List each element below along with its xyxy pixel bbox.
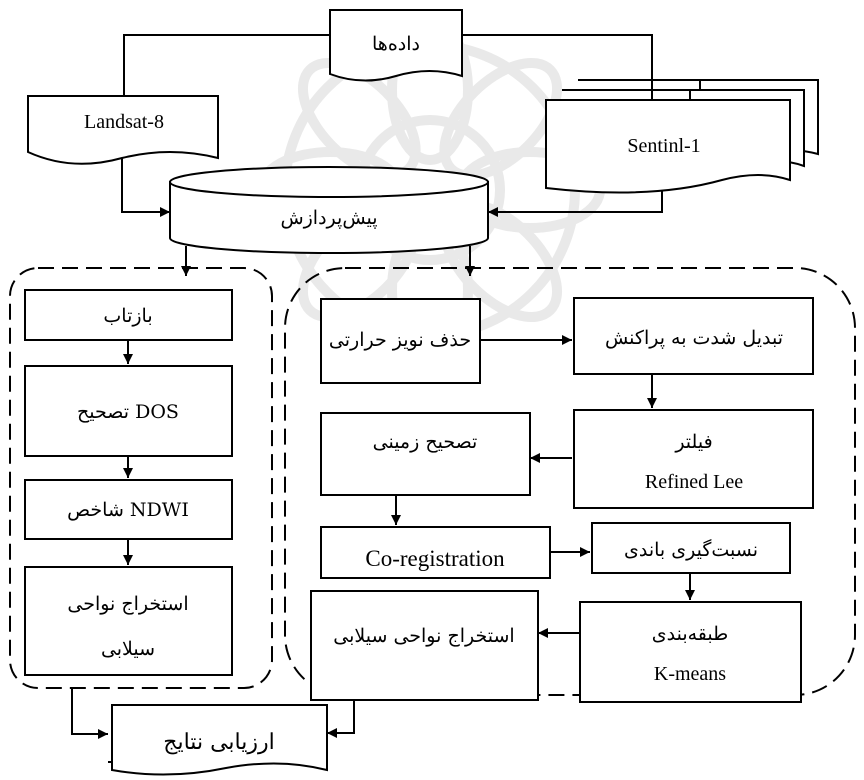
evaluation-label: ارزیابی نتایج (163, 730, 274, 755)
landsat-extract-line2: سیلابی (101, 638, 155, 660)
reflectance-label: بازتاب (103, 305, 152, 327)
classification-label-line1: طبقه‌بندی (652, 623, 729, 645)
evaluation-node: ارزیابی نتایج (111, 704, 328, 776)
thermal-noise-node: حذف نویز حرارتی (320, 298, 481, 384)
thermal-noise-label: حذف نویز حرارتی (329, 329, 471, 351)
sentinel-label: Sentinl-1 (627, 135, 700, 157)
dos-correction-label: تصحیح DOS (77, 401, 179, 423)
coregistration-node: Co-registration (320, 526, 551, 579)
intensity-to-backscatter-node: تبدیل شدت به پراکنش (573, 297, 814, 375)
band-ratio-node: نسبت‌گیری باندی (591, 522, 791, 574)
data-source-node: داده‌ها (329, 9, 463, 82)
ndwi-node: شاخص NDWI (24, 479, 233, 540)
ndwi-label: شاخص NDWI (67, 499, 189, 521)
terrain-correction-node: تصحیح زمینی (320, 412, 531, 496)
dos-correction-node: تصحیح DOS (24, 365, 233, 457)
preprocess-node: پیش‌پردازش (169, 166, 489, 254)
landsat-node: Landsat-8 (27, 95, 219, 165)
connectors (71, 34, 695, 763)
landsat-extract-node: استخراج نواحی سیلابی (24, 566, 233, 676)
sentinel-extract-label: استخراج نواحی سیلابی (333, 625, 514, 647)
sentinel-node: Sentinl-1 (545, 79, 819, 194)
landsat-extract-line1: استخراج نواحی (67, 593, 188, 615)
filter-label-line2: Refined Lee (645, 471, 743, 493)
sentinel-extract-node: استخراج نواحی سیلابی (310, 590, 539, 701)
landsat-label: Landsat-8 (84, 111, 164, 133)
classification-node: طبقه‌بندی K-means (579, 601, 802, 703)
classification-label-line2: K-means (654, 663, 726, 685)
coregistration-label: Co-registration (365, 546, 505, 571)
band-ratio-label: نسبت‌گیری باندی (624, 538, 758, 561)
landsat-group-container (9, 267, 273, 689)
terrain-correction-label: تصحیح زمینی (373, 431, 478, 453)
sentinel-group-container (284, 267, 856, 696)
intensity-to-backscatter-label: تبدیل شدت به پراکنش (605, 327, 783, 349)
data-label: داده‌ها (372, 33, 420, 55)
filter-node: فیلتر Refined Lee (573, 409, 814, 509)
preprocess-label: پیش‌پردازش (280, 207, 377, 229)
filter-label-line1: فیلتر (674, 431, 712, 453)
reflectance-node: بازتاب (24, 289, 233, 341)
